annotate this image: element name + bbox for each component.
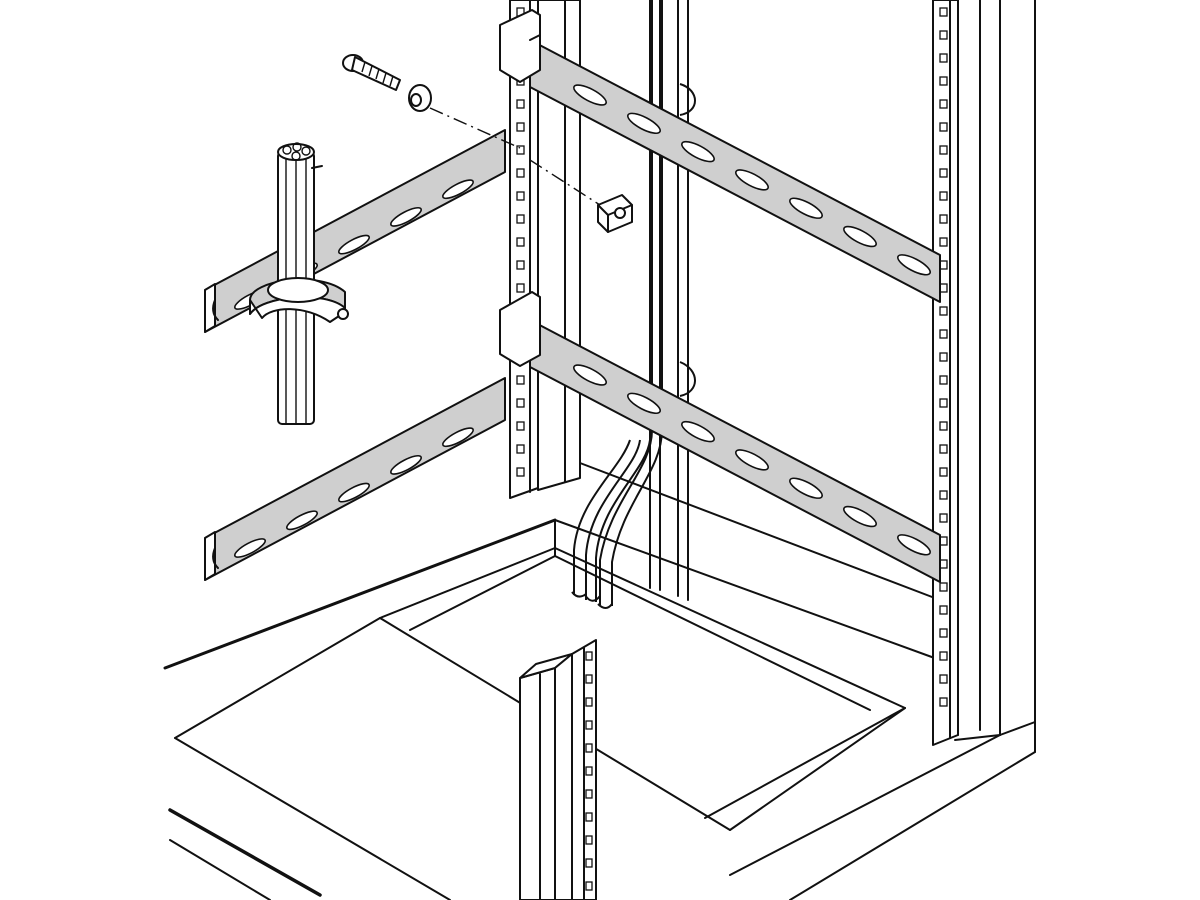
rear-upright-pillar <box>649 0 689 601</box>
rail-slot <box>627 392 661 415</box>
upright-hole <box>939 490 948 500</box>
upright-hole <box>585 835 593 845</box>
rail-slot <box>234 538 266 558</box>
upright-hole <box>939 122 948 132</box>
upright-hole <box>939 536 948 546</box>
upright-hole <box>939 467 948 477</box>
upright-hole <box>939 53 948 63</box>
rail-slot <box>789 197 823 219</box>
base-frame <box>163 462 1036 900</box>
upright-hole <box>585 812 593 822</box>
upright-hole <box>939 191 948 201</box>
upright-hole <box>516 467 525 477</box>
upright-hole <box>939 444 948 454</box>
rail-slot <box>843 505 877 528</box>
rail-slot <box>286 510 318 531</box>
screw-axis-line <box>429 107 521 149</box>
upright-hole <box>516 122 525 132</box>
upright-hole <box>939 628 948 638</box>
rail-slot <box>573 364 607 386</box>
upright-hole <box>939 168 948 178</box>
rail-slot <box>681 140 715 163</box>
lower-right-rail <box>499 291 941 583</box>
cable-clamp-icon <box>249 277 349 323</box>
upright-hole <box>585 674 593 684</box>
upright-hole <box>939 421 948 431</box>
upright-hole <box>585 766 593 776</box>
upright-hole <box>939 582 948 592</box>
rail-slot <box>843 225 877 248</box>
rail-slot <box>897 254 931 276</box>
upright-hole <box>516 145 525 155</box>
upright-hole <box>585 743 593 753</box>
left-lower-rail <box>204 377 506 581</box>
upright-hole <box>939 30 948 40</box>
upright-hole <box>939 375 948 385</box>
upright-hole <box>939 145 948 155</box>
upright-hole <box>939 237 948 247</box>
rail-slot <box>735 169 769 191</box>
rail-slot <box>338 482 370 503</box>
upright-hole <box>939 559 948 569</box>
upright-hole <box>939 260 948 270</box>
upright-hole <box>585 697 593 707</box>
rail-slot <box>735 449 769 471</box>
cage-nut-axis-line <box>529 159 601 206</box>
upright-hole <box>939 306 948 316</box>
upright-hole <box>939 7 948 17</box>
upright-hole <box>585 858 593 868</box>
upright-hole <box>516 444 525 454</box>
rail-slot <box>573 84 607 106</box>
rail-slot <box>390 206 422 227</box>
rail-slot <box>442 427 474 448</box>
upright-hole <box>939 697 948 707</box>
upright-hole <box>585 720 593 730</box>
upright-hole <box>939 398 948 408</box>
upright-hole <box>939 76 948 86</box>
upright-hole <box>939 605 948 615</box>
upright-hole <box>516 214 525 224</box>
upright-hole <box>939 214 948 224</box>
right-upright <box>932 0 959 746</box>
upright-hole <box>939 513 948 523</box>
rail-slot <box>390 454 422 475</box>
upright-hole <box>516 99 525 109</box>
cage-nut-icon <box>597 194 633 233</box>
upright-hole <box>516 260 525 270</box>
rail-slot <box>338 234 370 255</box>
upright-hole <box>939 329 948 339</box>
upright-hole <box>939 99 948 109</box>
upper-right-rail <box>499 9 941 303</box>
cabinet-side-panel <box>954 0 1036 753</box>
rail-slot <box>442 179 474 200</box>
upright-hole <box>516 237 525 247</box>
rail-slot <box>627 112 661 135</box>
upright-hole <box>585 881 593 891</box>
upright-hole <box>516 283 525 293</box>
upright-hole <box>516 168 525 178</box>
rail-slot <box>897 534 931 556</box>
upright-hole <box>939 352 948 362</box>
upright-hole <box>939 283 948 293</box>
upright-hole <box>939 674 948 684</box>
washer-icon <box>408 84 432 112</box>
upright-hole <box>516 398 525 408</box>
upright-hole <box>516 191 525 201</box>
cable-bundle <box>571 0 663 609</box>
upright-hole <box>516 375 525 385</box>
rail-slot <box>789 477 823 499</box>
screw-icon <box>342 54 401 91</box>
rail-slot <box>681 420 715 443</box>
upright-hole <box>585 789 593 799</box>
front-bottom-upright <box>519 639 597 900</box>
upright-hole <box>939 651 948 661</box>
upright-hole <box>585 651 593 661</box>
upright-hole <box>516 421 525 431</box>
